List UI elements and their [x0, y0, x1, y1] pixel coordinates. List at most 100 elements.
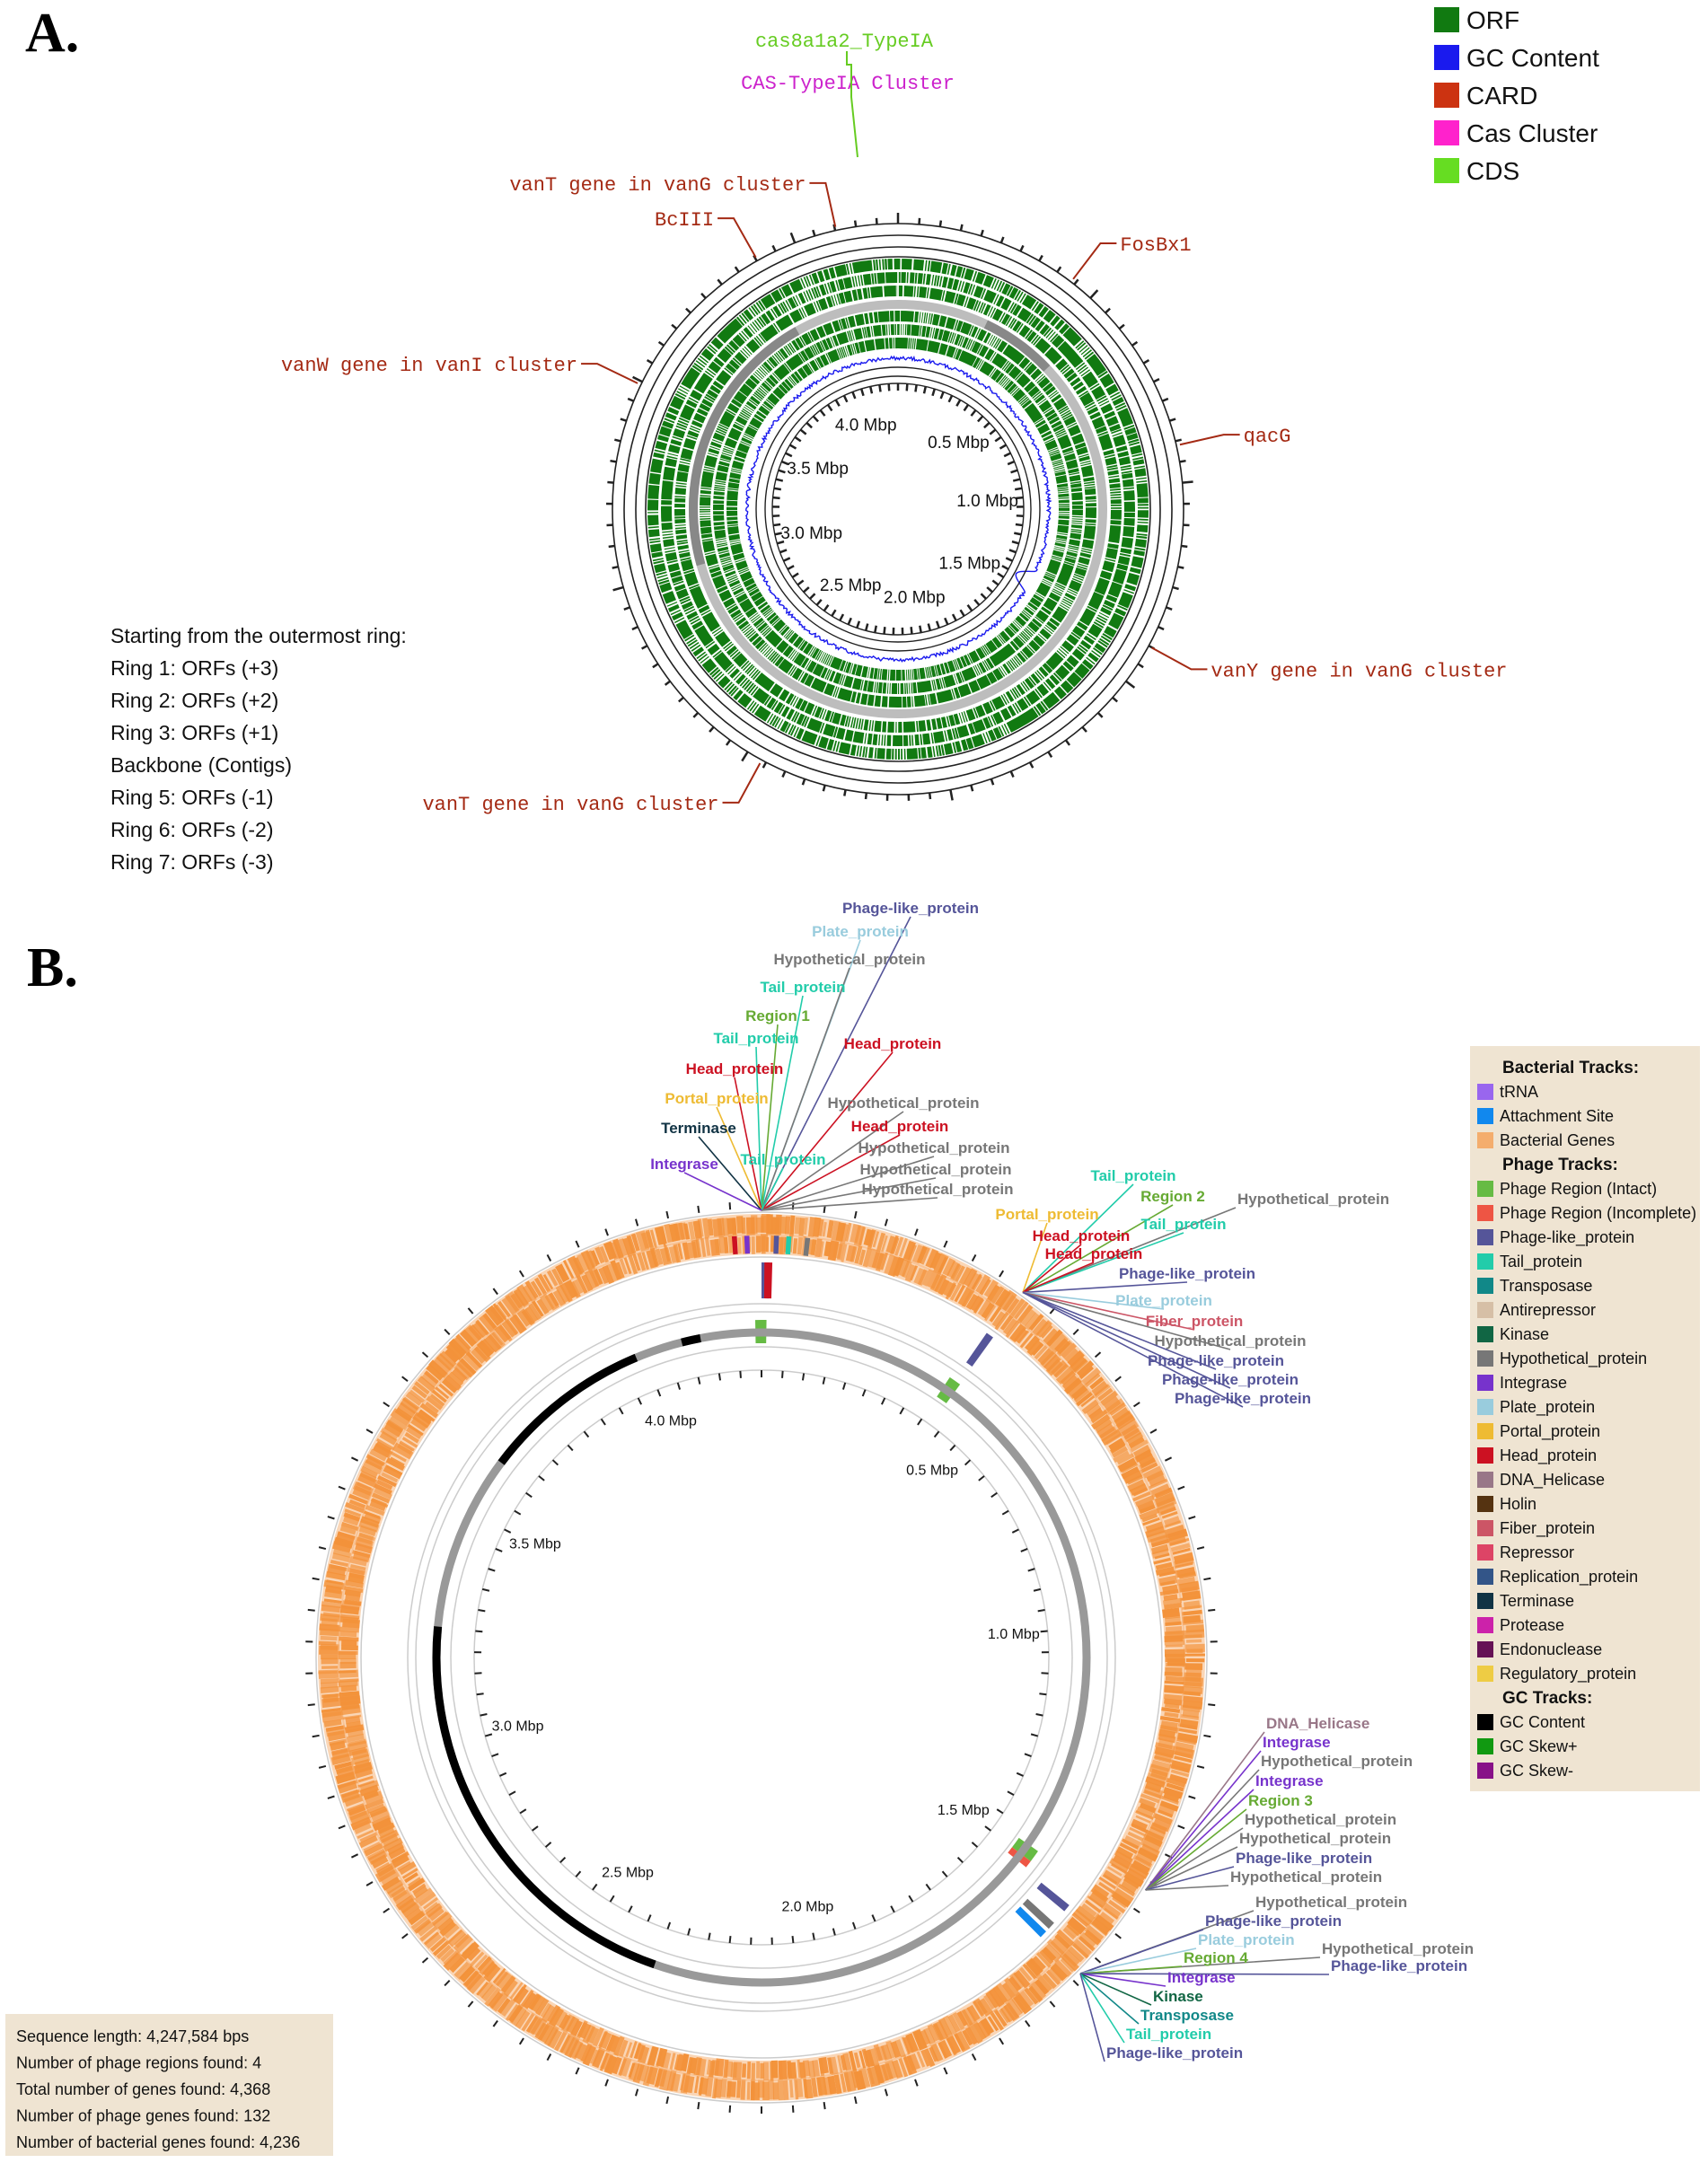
orf-gap — [1119, 463, 1131, 468]
tick-outer-b — [312, 1577, 320, 1581]
orf-gap — [733, 459, 745, 464]
orf-gap — [809, 287, 815, 300]
tick-inner-a — [935, 620, 940, 629]
orf-gap — [657, 578, 670, 584]
orf-gap — [832, 295, 838, 306]
tick-inner-a — [847, 617, 852, 626]
orf-gap — [926, 312, 930, 325]
orf-gap — [801, 291, 808, 303]
orf-gap — [1110, 495, 1123, 497]
bacterial-gene — [1031, 1342, 1044, 1357]
bacterial-gene — [439, 1921, 456, 1937]
orf-gap — [966, 339, 973, 350]
bacterial-gene — [1080, 1903, 1097, 1918]
bacterial-gene — [480, 1339, 496, 1355]
orf-gap — [796, 369, 805, 381]
orf-gap — [781, 302, 788, 312]
orf-gap — [969, 325, 975, 337]
orf-gap — [995, 635, 1004, 646]
orf-gap — [741, 624, 752, 633]
legend-swatch-a — [1434, 158, 1459, 183]
bacterial-gene — [946, 2036, 957, 2056]
bacterial-gene — [1159, 1588, 1179, 1596]
orf-gap — [1133, 467, 1146, 470]
orf-gap — [660, 499, 673, 501]
orf-gap — [924, 719, 929, 732]
orf-gap — [698, 356, 709, 365]
orf-gap — [984, 659, 991, 670]
orf-gap — [863, 327, 867, 339]
orf-gap — [768, 613, 778, 623]
orf-gap — [1096, 429, 1108, 435]
tick-inner-a — [794, 435, 802, 443]
orf-gap — [1092, 622, 1104, 629]
bacterial-gene — [1109, 1442, 1126, 1455]
bacterial-gene — [402, 1397, 418, 1411]
tick-outer-a — [999, 236, 1005, 243]
orf-gap — [997, 726, 1003, 738]
bacterial-gene — [797, 1236, 804, 1255]
legend-swatch-b — [1477, 1423, 1493, 1439]
orf-gap — [1070, 532, 1082, 534]
bacterial-gene — [1181, 1605, 1202, 1610]
orf-gap — [915, 681, 919, 694]
bacterial-gene — [615, 1262, 625, 1279]
bacterial-gene — [347, 1567, 366, 1576]
phage-leader — [755, 1046, 762, 1211]
orf-gap — [776, 350, 785, 362]
orf-gap — [843, 345, 849, 357]
bacterial-gene — [1086, 1403, 1102, 1418]
ring-list-item: Ring 3: ORFs (+1) — [110, 721, 278, 744]
phage-leader — [1022, 1281, 1188, 1294]
bacterial-gene — [991, 1311, 1006, 1328]
phage-leader — [761, 916, 911, 1211]
orf-gap — [930, 312, 935, 325]
bacterial-gene — [462, 1942, 475, 1956]
orf-gap — [954, 659, 959, 671]
orf-gap — [821, 325, 828, 337]
tick-inner-b — [600, 1418, 606, 1426]
orf-gap — [1037, 304, 1045, 316]
orf-gap — [1031, 390, 1041, 399]
orf-gap — [1019, 632, 1029, 642]
orf-gap — [929, 274, 933, 286]
bacterial-gene — [364, 1842, 384, 1857]
orf-gap — [817, 650, 824, 662]
bacterial-gene — [1017, 1305, 1034, 1324]
orf-gap — [1057, 488, 1070, 491]
orf-gap — [1086, 655, 1097, 664]
tick-inner-b — [583, 1430, 590, 1438]
bacterial-gene — [938, 2043, 948, 2059]
bacterial-gene — [1155, 1742, 1175, 1752]
bacterial-gene — [1140, 1462, 1158, 1473]
orf-gap — [707, 563, 719, 568]
orf-gap — [754, 318, 763, 330]
orf-gap — [679, 459, 691, 464]
orf-gap — [803, 716, 809, 727]
orf-gap — [1034, 705, 1043, 716]
phage-leader — [1022, 1291, 1195, 1331]
orf-gap — [1109, 489, 1122, 493]
bacterial-gene — [1010, 1995, 1026, 2014]
orf-gap — [814, 343, 821, 355]
orf-gap — [771, 653, 780, 664]
orf-gap — [813, 358, 821, 370]
orf-gap — [788, 665, 797, 676]
orf-gap — [709, 446, 721, 452]
orf-gap — [940, 677, 945, 690]
orf-gap — [1015, 372, 1025, 382]
orf-gap — [710, 668, 720, 677]
bacterial-gene — [424, 1902, 439, 1914]
orf-gap — [1042, 326, 1051, 337]
tick-outer-b — [318, 1546, 327, 1551]
tick-inner-a — [997, 572, 1005, 578]
orf-gap — [850, 289, 855, 302]
bacterial-gene — [329, 1738, 348, 1746]
orf-gap — [771, 391, 781, 401]
orf-gap — [714, 483, 726, 487]
bacterial-gene — [414, 1887, 434, 1904]
bacterial-gene — [1132, 1854, 1153, 1868]
bacterial-gene — [1100, 1390, 1118, 1406]
orf-gap — [929, 259, 932, 272]
